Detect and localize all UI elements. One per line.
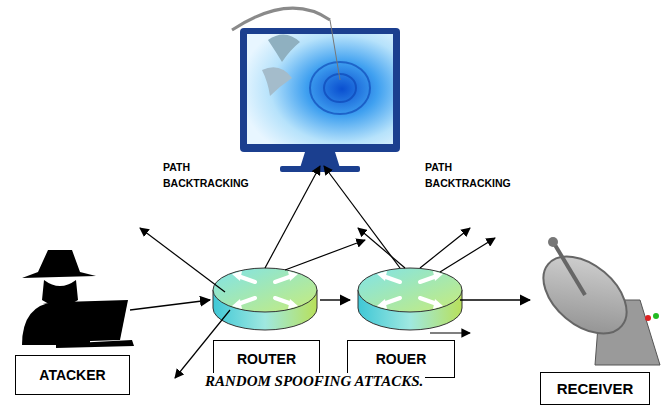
network-node: ROUER	[350, 262, 460, 378]
router-icon	[358, 268, 462, 330]
receiver-dish	[529, 237, 660, 365]
connector-arrow	[130, 300, 210, 310]
caption: RANDOM SPOOFING ATTACKS.	[203, 373, 425, 390]
phishing-monitor	[232, 8, 400, 172]
attacker-figure	[22, 250, 134, 348]
network-node: RECEIVER	[530, 228, 665, 405]
network-node: ATACKER	[15, 250, 130, 395]
path-label: PATH BACKTRACKING	[425, 160, 520, 192]
path-label: PATH BACKTRACKING	[163, 160, 258, 192]
node-label-box: ATACKER	[15, 355, 130, 395]
router-icon	[213, 268, 317, 330]
connector-arrow	[320, 299, 350, 300]
connector-arrow	[460, 299, 530, 300]
node-label-box: RECEIVER	[540, 372, 650, 405]
backtrack-arrows	[140, 166, 495, 378]
network-node: ROUTER	[210, 262, 320, 378]
